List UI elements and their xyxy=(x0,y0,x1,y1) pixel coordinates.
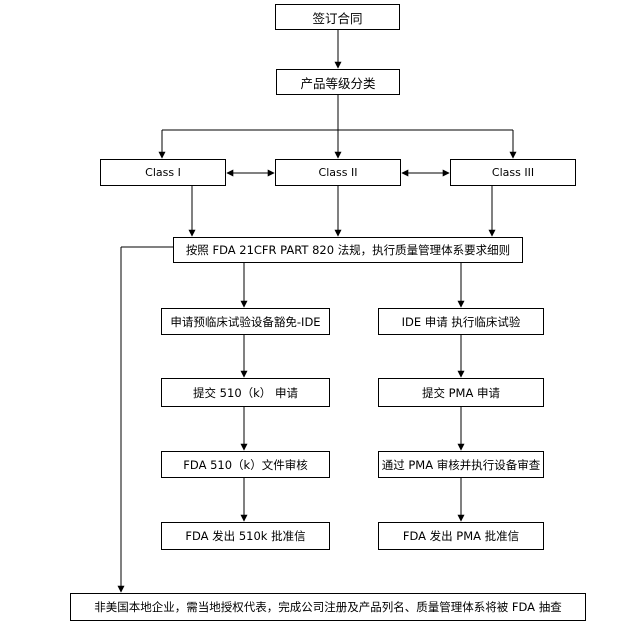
box-approve-pma-label: FDA 发出 PMA 批准信 xyxy=(402,529,520,543)
box-submit-pma: 提交 PMA 申请 xyxy=(378,378,544,407)
box-ide-exemption-label: 申请预临床试验设备豁免-IDE xyxy=(170,314,321,329)
box-class-2-label: Class II xyxy=(318,166,358,179)
box-review-510k-label: FDA 510（k）文件审核 xyxy=(183,457,308,472)
box-review-pma-label: 通过 PMA 审核并执行设备审查 xyxy=(381,457,541,472)
box-ide-exemption: 申请预临床试验设备豁免-IDE xyxy=(161,308,330,335)
box-approve-pma: FDA 发出 PMA 批准信 xyxy=(378,522,544,550)
box-quality-system-requirements: 按照 FDA 21CFR PART 820 法规，执行质量管理体系要求细则 xyxy=(173,237,523,263)
box-foreign-enterprise-note-label: 非美国本地企业，需当地授权代表，完成公司注册及产品列名、质量管理体系将被 FDA… xyxy=(94,600,562,614)
box-product-classification-label: 产品等级分类 xyxy=(300,75,376,91)
box-quality-system-requirements-label: 按照 FDA 21CFR PART 820 法规，执行质量管理体系要求细则 xyxy=(185,243,511,257)
box-submit-510k-label: 提交 510（k） 申请 xyxy=(193,385,298,400)
box-class-3: Class III xyxy=(450,159,576,186)
box-review-510k: FDA 510（k）文件审核 xyxy=(161,451,330,478)
box-class-1-label: Class I xyxy=(145,166,181,179)
box-ide-trial: IDE 申请 执行临床试验 xyxy=(378,308,544,335)
box-foreign-enterprise-note: 非美国本地企业，需当地授权代表，完成公司注册及产品列名、质量管理体系将被 FDA… xyxy=(70,593,586,621)
box-product-classification: 产品等级分类 xyxy=(276,69,400,95)
box-review-pma: 通过 PMA 审核并执行设备审查 xyxy=(378,451,544,478)
box-class-3-label: Class III xyxy=(491,166,535,179)
box-sign-contract-label: 签订合同 xyxy=(312,10,363,26)
box-approve-510k: FDA 发出 510k 批准信 xyxy=(161,522,330,550)
box-class-1: Class I xyxy=(100,159,226,186)
box-submit-pma-label: 提交 PMA 申请 xyxy=(421,385,501,400)
box-sign-contract: 签订合同 xyxy=(275,4,400,30)
box-submit-510k: 提交 510（k） 申请 xyxy=(161,378,330,407)
box-ide-trial-label: IDE 申请 执行临床试验 xyxy=(401,314,521,329)
box-class-2: Class II xyxy=(275,159,401,186)
box-approve-510k-label: FDA 发出 510k 批准信 xyxy=(185,529,306,543)
